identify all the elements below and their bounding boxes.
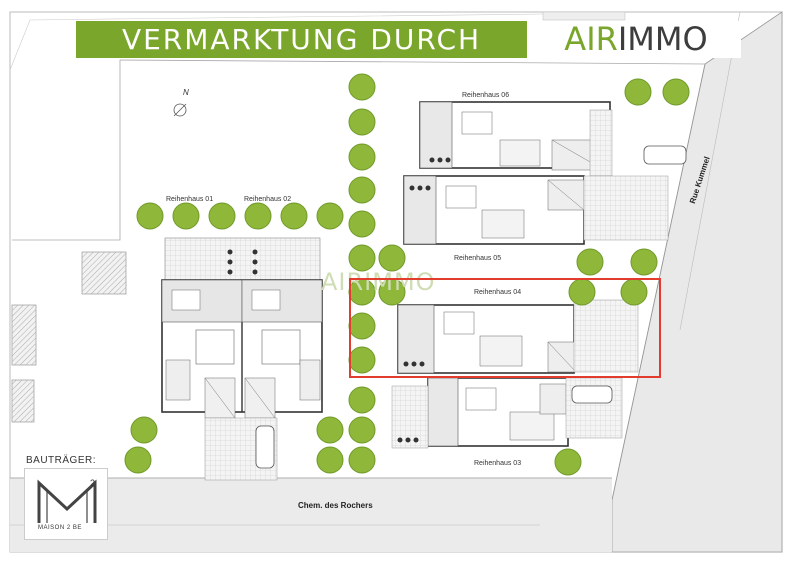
- road-chem-des-rochers: [10, 478, 612, 552]
- tree-icon: [280, 202, 308, 230]
- tree-icon: [316, 446, 344, 474]
- north-label: N: [183, 88, 189, 97]
- builder-name: MAISON 2 BE: [38, 525, 82, 531]
- house-05-block: [403, 175, 669, 245]
- car-icon: [255, 145, 687, 469]
- tree-icon: [348, 73, 376, 101]
- tree-icon: [316, 416, 344, 444]
- house-01-02-block: [161, 237, 323, 481]
- site-boundary: [12, 59, 706, 241]
- tree-icon: [624, 78, 652, 106]
- airimmo-logo: AIRIMMO: [531, 21, 741, 58]
- tree-icon: [348, 446, 376, 474]
- tree-icon: [348, 176, 376, 204]
- plant-icons: [227, 157, 451, 443]
- label-reihenhaus-04: Reihenhaus 04: [474, 289, 522, 296]
- tree-icon: [630, 248, 658, 276]
- builder-logo-sup: 2: [90, 478, 96, 488]
- tree-icon: [244, 202, 272, 230]
- watermark: AIRIMMO: [321, 268, 436, 296]
- builder-title: BAUTRÄGER:: [26, 455, 97, 466]
- marketing-banner: VERMARKTUNG DURCH: [76, 21, 527, 58]
- tree-icon: [576, 248, 604, 276]
- tree-icon: [208, 202, 236, 230]
- tree-icon: [378, 244, 406, 272]
- house-04-block: [397, 299, 639, 374]
- label-reihenhaus-03: Reihenhaus 03: [474, 460, 522, 467]
- highlight-reihenhaus-04: [349, 278, 661, 378]
- tree-icon: [172, 202, 200, 230]
- logo-part-air: AIR: [564, 20, 618, 58]
- house-03-block: [391, 377, 623, 449]
- label-reihenhaus-02: Reihenhaus 02: [244, 196, 292, 203]
- trees: [124, 73, 690, 476]
- house-06-block: [419, 101, 613, 177]
- tree-icon: [130, 416, 158, 444]
- builder-logo: [24, 468, 108, 540]
- tree-icon: [554, 448, 582, 476]
- tree-icon: [124, 446, 152, 474]
- street-chem-des-rochers: Chem. des Rochers: [298, 501, 373, 510]
- tree-icon: [136, 202, 164, 230]
- tree-icon: [662, 78, 690, 106]
- tree-icon: [348, 108, 376, 136]
- logo-part-immo: IMMO: [617, 20, 708, 58]
- tree-icon: [348, 386, 376, 414]
- label-reihenhaus-01: Reihenhaus 01: [166, 196, 214, 203]
- label-reihenhaus-05: Reihenhaus 05: [454, 255, 502, 262]
- tree-icon: [348, 244, 376, 272]
- tree-icon: [348, 210, 376, 238]
- label-reihenhaus-06: Reihenhaus 06: [462, 92, 510, 99]
- north-arrow-icon: [173, 103, 187, 117]
- tree-icon: [316, 202, 344, 230]
- tree-icon: [348, 416, 376, 444]
- maison-logo-icon: [37, 479, 97, 523]
- tree-icon: [348, 143, 376, 171]
